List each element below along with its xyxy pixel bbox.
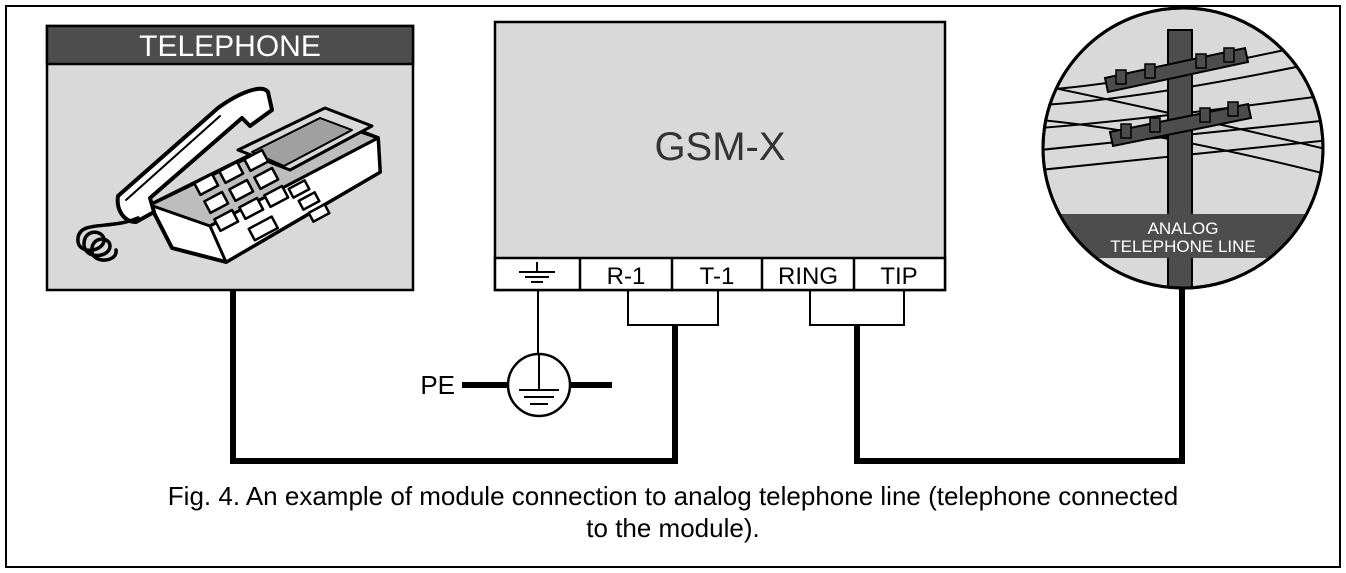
telephone-panel: TELEPHONE (45, 24, 415, 292)
pe-label: PE (420, 370, 455, 400)
telephone-icon (76, 86, 382, 264)
analog-line-wire (854, 288, 1185, 464)
figure-caption-line-2: to the module). (586, 513, 760, 543)
terminal-t1: T-1 (700, 263, 735, 290)
terminal-tip: TIP (880, 263, 917, 290)
wiring (230, 288, 1185, 464)
telephone-keypad (193, 148, 331, 242)
gsm-module: GSM-X R-1 T-1 RING TIP (493, 20, 947, 292)
gsm-module-box (493, 20, 947, 292)
telephone-pole-icon (1043, 29, 1323, 288)
telephone-wire (230, 290, 678, 464)
telephone-title-bar (45, 24, 415, 66)
pe-ground: PE (420, 352, 612, 418)
analog-line-icon: ANALOG TELEPHONE LINE (1041, 6, 1325, 290)
analog-line-label-1: ANALOG (1148, 219, 1219, 238)
analog-line-label-2: TELEPHONE LINE (1110, 237, 1256, 256)
telephone-cord (76, 216, 140, 262)
terminal-ring: RING (778, 263, 838, 290)
telephone-title: TELEPHONE (139, 30, 321, 63)
figure-caption-line-1: Fig. 4. An example of module connection … (167, 481, 1179, 511)
ground-terminal-icon (519, 262, 555, 283)
terminal-strip (493, 256, 947, 292)
gsm-module-name: GSM-X (654, 125, 785, 169)
figure-caption: Fig. 4. An example of module connection … (10, 480, 1336, 544)
terminal-r1: R-1 (607, 263, 646, 290)
